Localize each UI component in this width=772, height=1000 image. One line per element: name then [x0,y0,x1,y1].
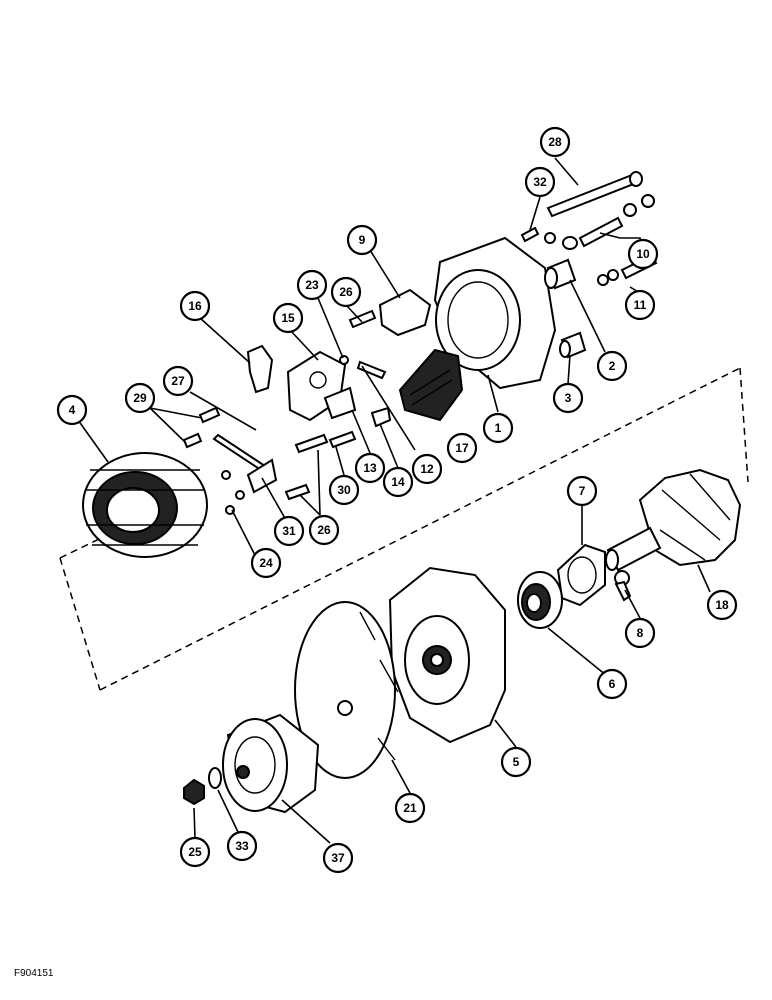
callout-23: 23 [296,269,328,301]
callout-label: 10 [636,247,650,261]
callout-label: 32 [533,175,547,189]
retainer-plate-part [556,543,606,607]
callout-17: 17 [446,432,478,464]
callout-label: 6 [609,677,616,691]
callout-10: 10 [627,238,659,270]
callout-label: 33 [235,839,249,853]
callout-15: 15 [272,302,304,334]
callout-8: 8 [624,617,656,649]
callout-24: 24 [250,547,282,579]
callout-label: 7 [579,484,586,498]
callout-21: 21 [394,792,426,824]
callout-26-lower: 26 [308,514,340,546]
callout-3: 3 [552,382,584,414]
callout-29: 29 [124,382,156,414]
pulley-part [222,713,320,814]
callout-6: 6 [596,668,628,700]
screw-part-32 [520,226,556,244]
callout-label: 17 [455,441,469,455]
callout-2: 2 [596,350,628,382]
sleeve-part-2 [544,258,577,290]
callout-label: 16 [188,299,202,313]
callout-label: 18 [715,598,729,612]
callout-label: 5 [513,755,520,769]
stator-part [82,452,208,558]
callout-13: 13 [354,452,386,484]
fan-part [294,601,399,779]
callout-30: 30 [328,474,360,506]
callout-label: 13 [363,461,377,475]
callout-label: 28 [548,135,562,149]
callout-26-upper: 26 [330,276,362,308]
nut-part [183,778,205,806]
small-hardware [182,309,392,515]
callout-label: 37 [331,851,345,865]
brush-holder-part [378,288,432,337]
washer-part [208,767,222,789]
rectifier-part [398,348,464,422]
callout-11: 11 [624,289,656,321]
callout-33: 33 [226,830,258,862]
callout-label: 9 [359,233,366,247]
callout-label: 27 [171,374,185,388]
callout-label: 15 [281,311,295,325]
callout-label: 14 [391,475,405,489]
callout-label: 3 [565,391,572,405]
callout-37: 37 [322,842,354,874]
callout-label: 30 [337,483,351,497]
callout-label: 12 [420,462,434,476]
callout-label: 26 [317,523,331,537]
callout-7: 7 [566,475,598,507]
callout-14: 14 [382,466,414,498]
callout-25: 25 [179,836,211,868]
callout-5: 5 [500,746,532,778]
callout-9: 9 [346,224,378,256]
rotor-part [605,468,742,572]
callout-label: 29 [133,391,147,405]
screw-part-8 [614,570,632,602]
callout-label: 23 [305,278,319,292]
callout-label: 2 [609,359,616,373]
callout-label: 4 [69,403,76,417]
bolt-assembly-10 [562,194,655,250]
callout-label: 11 [634,298,647,312]
callout-label: 21 [403,801,417,815]
through-bolt-part [546,171,643,218]
callout-32: 32 [524,166,556,198]
callout-label: 25 [188,845,202,859]
callout-27: 27 [162,365,194,397]
callout-31: 31 [273,515,305,547]
callout-1: 1 [482,412,514,444]
sleeve-part-3 [559,331,587,359]
bearing-part [517,571,563,629]
callout-4: 4 [56,394,88,426]
rear-housing-part [433,236,557,390]
figure-code: F904151 [14,968,54,979]
callout-label: 8 [637,626,644,640]
callout-label: 31 [282,524,296,538]
callout-label: 1 [495,421,502,435]
callout-18: 18 [706,589,738,621]
callout-label: 24 [259,556,273,570]
callout-label: 26 [339,285,353,299]
terminal-part [246,344,274,394]
drive-end-housing-part [388,566,506,744]
callout-12: 12 [411,453,443,485]
callout-28: 28 [539,126,571,158]
callout-16: 16 [179,290,211,322]
